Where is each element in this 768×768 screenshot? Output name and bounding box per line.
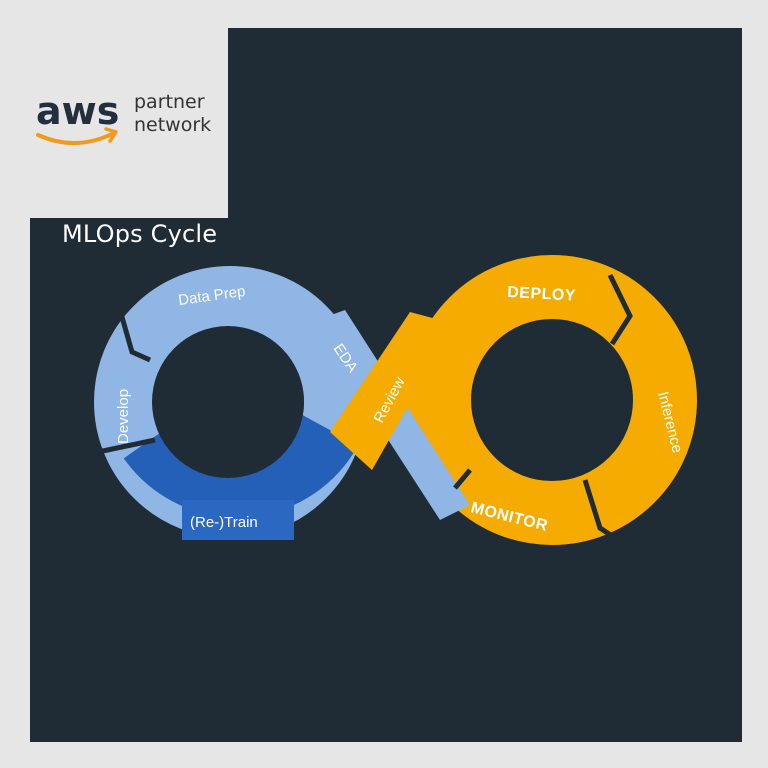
aws-smile-arrow bbox=[36, 131, 116, 145]
separator-dataprep-develop bbox=[117, 309, 152, 363]
aws-smile-arrowhead bbox=[104, 127, 118, 143]
partner-label: partner bbox=[134, 91, 205, 113]
label-retrain: (Re-)Train bbox=[190, 514, 258, 531]
retrain-segment bbox=[123, 413, 359, 518]
right-loop-ring bbox=[407, 255, 697, 545]
left-loop-hole bbox=[152, 326, 304, 478]
aws-partner-network-logo: aws partner network bbox=[30, 28, 228, 218]
review-band bbox=[330, 312, 455, 470]
label-deploy: DEPLOY bbox=[507, 284, 577, 305]
separator-develop-retrain bbox=[97, 437, 156, 455]
retrain-label-box bbox=[182, 500, 294, 540]
separator-deploy-inference bbox=[607, 273, 633, 346]
separator-inference-monitor bbox=[582, 479, 620, 543]
right-loop-hole bbox=[472, 320, 632, 480]
separator-monitor-band bbox=[453, 468, 472, 490]
aws-logo-icon: aws bbox=[36, 89, 119, 145]
label-develop: Develop bbox=[115, 389, 132, 444]
partner-network-text: partner network bbox=[134, 91, 211, 137]
network-label: network bbox=[134, 114, 212, 136]
aws-wordmark: aws bbox=[36, 89, 119, 133]
diagram-title: MLOps Cycle bbox=[62, 220, 218, 248]
